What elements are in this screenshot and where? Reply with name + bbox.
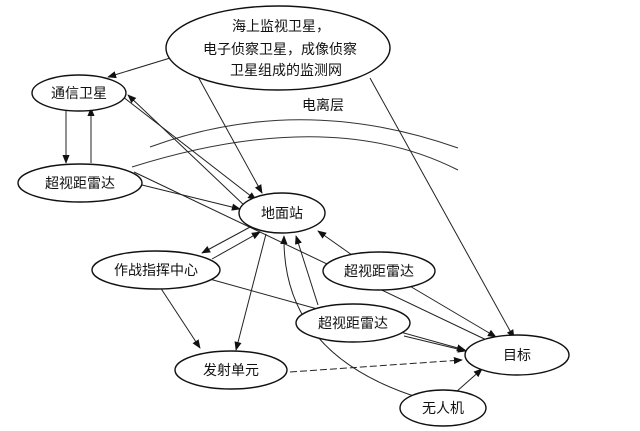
satellite-network-line-3: 卫星组成的监测网 [230,63,342,79]
edge-radar-right-upper-to-target [407,284,497,338]
edge-command-to-launch [159,286,201,349]
node-satellite-network: 海上监视卫星， 电子侦察卫星，成像侦察 卫星组成的监测网 [165,5,391,91]
node-target: 目标 [464,334,570,376]
edge-satnet-to-ground [195,72,263,194]
radar-left-label: 超视距雷达 [45,176,115,192]
edge-radar-left-to-target [133,171,498,346]
edge-radar-right-lower-to-target [403,335,467,353]
edge-ground-to-comm [127,94,247,208]
node-launch-unit: 发射单元 [174,350,288,390]
node-uav: 无人机 [399,389,487,427]
node-command-center: 作战指挥中心 [91,250,221,290]
node-radar-right-lower: 超视距雷达 [295,303,411,343]
satellite-network-line-2: 电子侦察卫星，成像侦察 [203,41,357,58]
ionosphere-curve-lower [131,136,459,171]
radar-right-lower-label: 超视距雷达 [318,316,388,332]
node-radar-left: 超视距雷达 [17,163,143,203]
edge-uav-to-target [455,368,483,393]
ionosphere: 电离层 [131,97,459,171]
node-ground-station: 地面站 [238,192,326,234]
uav-label: 无人机 [422,401,464,417]
edge-command-to-ground [211,231,261,260]
command-center-label: 作战指挥中心 [114,263,198,279]
node-comm-satellite: 通信卫星 [31,74,127,112]
edge-ground-to-launch [234,233,267,351]
launch-unit-label: 发射单元 [203,363,259,379]
ionosphere-curve-upper [149,119,459,149]
edge-radar-right-upper-to-ground [317,230,353,256]
edge-satnet-to-target [369,77,515,339]
satellite-network-line-1: 海上监视卫星， [232,19,330,35]
ionosphere-label: 电离层 [302,97,344,114]
edge-launch-to-target [289,356,463,373]
node-radar-right-upper: 超视距雷达 [322,251,436,291]
comm-satellite-label: 通信卫星 [51,86,107,102]
edge-comm-to-ground [117,92,257,201]
edge-radar-left-to-ground [141,184,241,211]
radar-right-upper-label: 超视距雷达 [344,264,414,280]
ground-station-label: 地面站 [261,206,303,222]
edge-satnet-to-comm [107,54,181,79]
nodes: 海上监视卫星， 电子侦察卫星，成像侦察 卫星组成的监测网 通信卫星 超视距雷达 … [17,5,570,427]
edge-radar-right-lower-to-ground [295,235,319,306]
edge-ground-to-command [201,225,253,254]
target-label: 目标 [503,348,531,364]
